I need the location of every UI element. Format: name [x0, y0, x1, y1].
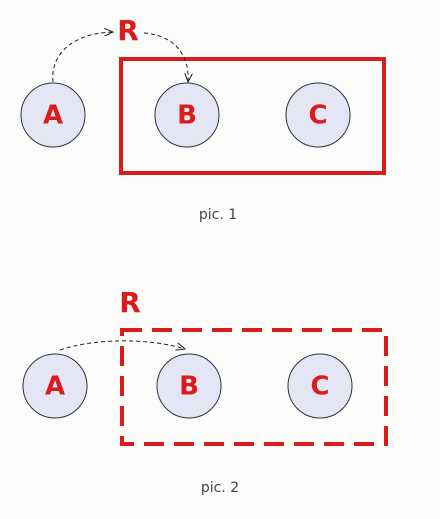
- fig2-node-a: A: [22, 353, 88, 419]
- fig2-container-r: [120, 328, 388, 446]
- fig2-node-b-label: B: [179, 372, 199, 402]
- figure-2: R A B C pic. 2: [22, 286, 388, 496]
- fig1-node-a: A: [20, 82, 86, 148]
- fig1-arrow-a-to-r: [52, 32, 113, 83]
- fig1-container-r: [119, 57, 386, 175]
- fig1-node-c: C: [285, 82, 351, 148]
- fig1-node-c-label: C: [308, 101, 327, 131]
- fig2-node-c: C: [287, 353, 353, 419]
- fig1-caption: pic. 1: [199, 207, 237, 223]
- fig2-container-label: R: [119, 286, 141, 319]
- fig1-node-b-label: B: [177, 101, 197, 131]
- fig2-caption: pic. 2: [201, 480, 239, 496]
- fig2-node-c-label: C: [310, 372, 329, 402]
- fig2-arrow-a-to-b: [59, 340, 185, 350]
- fig2-node-b: B: [156, 353, 222, 419]
- fig2-node-a-label: A: [45, 372, 65, 402]
- fig1-node-a-label: A: [43, 101, 63, 131]
- figure-1: R A B C pic. 1: [20, 14, 386, 223]
- fig1-container-label: R: [117, 14, 139, 47]
- fig1-arrow-r-to-b: [143, 32, 188, 82]
- fig1-node-b: B: [154, 82, 220, 148]
